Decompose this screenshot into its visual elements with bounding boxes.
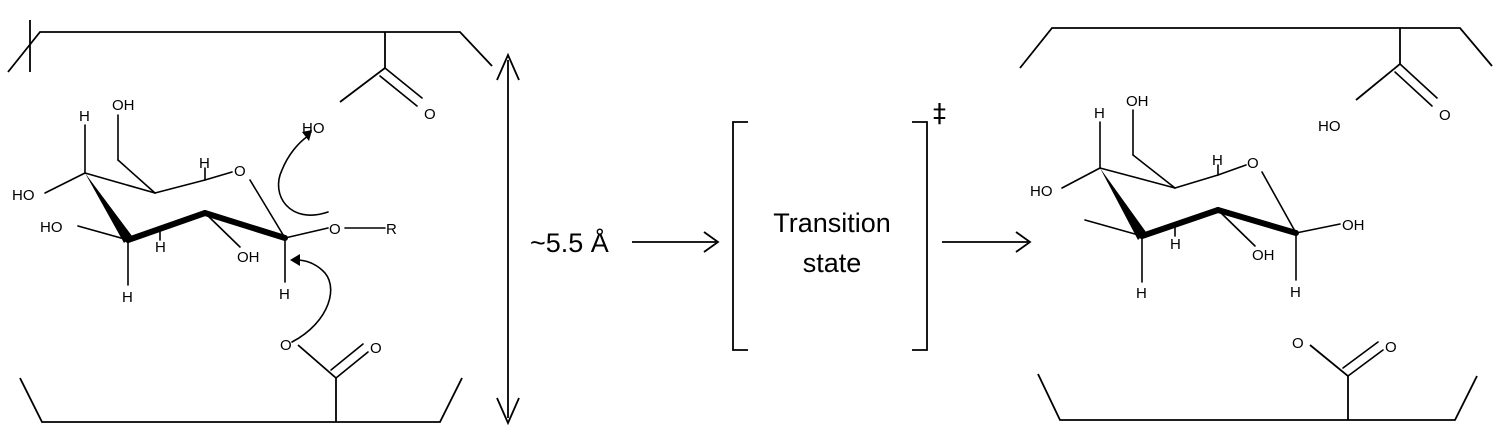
left-arrow-attack-head [290,254,300,266]
right-bond-o-c1 [1261,171,1297,234]
right-h-mid: H [1170,236,1181,253]
arrow-to-ts-head [703,231,720,253]
right-bond-c5-o [1217,164,1247,176]
left-bond-c2-c1-bold [202,210,288,241]
left-base-o1: O [280,337,292,354]
right-enzyme-pocket [1019,27,1493,421]
left-bond-c5-h [154,179,206,194]
left-oh-top: OH [112,97,135,114]
left-glyco-r: R [386,221,397,238]
right-h-ring: H [1212,152,1223,169]
right-bond-c2-c1-bold [1215,207,1299,236]
left-sugar-ring [44,114,386,343]
distance-arrow-head-top [496,52,520,81]
distance-arrow [496,52,520,426]
left-ho-c3: HO [40,219,63,236]
left-bond-c1-o [284,227,329,239]
right-ho-c4: HO [1030,183,1053,200]
right-base-chain [1309,344,1349,420]
left-wedge-c4-c3 [85,173,132,243]
right-acid-double-1 [1399,63,1438,99]
left-base-double-1 [335,351,369,379]
left-acid-double-2 [379,75,418,107]
right-atom-labels: OH H H O HO H OH H OH H HO O O O [1030,93,1451,356]
left-bond-c3-c2-bold [125,210,208,243]
right-bond-c3-c2-bold [1139,207,1221,239]
distance-arrow-head-bottom [496,397,520,426]
ts-right-bracket [912,121,928,351]
ts-label-line1: Transition [773,208,891,238]
left-atom-labels: OH H H O HO HO H OH H H O R HO O O O [12,97,436,357]
left-arrow-protonation-head [302,130,312,141]
right-h-top: H [1094,105,1105,122]
right-bond-c4-oh [1061,167,1101,189]
left-ho-c4: HO [12,187,35,204]
right-base-double-2 [1342,341,1379,369]
right-oh-top: OH [1126,93,1149,110]
right-bond-c1-oh [1295,223,1341,234]
left-bond-o-c1 [249,179,286,239]
right-bond-c2-oh [1217,209,1256,247]
right-h-anomeric: H [1290,284,1301,301]
right-wedge-c4-c3 [1100,168,1146,240]
right-sugar-ring [1061,109,1341,283]
right-acid-double-2 [1394,71,1433,107]
left-bond-c4-oh [44,172,86,194]
right-bond-c3-left [1084,219,1143,237]
right-acid-chain [1355,28,1401,101]
left-h-ring: H [199,155,210,172]
left-base-double-2 [330,343,364,371]
left-h-anomeric: H [279,286,290,303]
transition-state-section: ~5.5 Å Transition state ‡ [530,99,1032,351]
left-acid-ho: HO [302,120,325,137]
left-h-bottom: H [122,289,133,306]
right-bottom-backbone [1037,373,1478,421]
left-bottom-backbone [19,377,463,423]
left-bond-c4-c5 [84,172,156,194]
left-oh-bottom: OH [237,249,260,266]
left-bond-c3-oh [77,225,129,241]
right-acid-ho: HO [1318,118,1341,135]
right-ring-o: O [1247,155,1259,172]
left-arrow-protonation [277,135,329,216]
left-bond-c5-o [204,171,233,181]
ts-left-bracket [732,121,748,351]
arrow-to-product-head [1015,231,1032,253]
left-enzyme-pocket [7,20,493,423]
left-bond-c2-oh [204,212,241,248]
right-h-bottom: H [1136,285,1147,302]
left-base-o2: O [370,340,382,357]
left-ring-o: O [234,163,246,180]
ts-label-line2: state [803,248,862,278]
left-h-top: H [79,108,90,125]
right-oh-anomeric: OH [1342,217,1365,234]
left-bond-c5-ch2 [117,159,156,194]
right-top-backbone [1019,27,1493,69]
right-oh-bottom: OH [1252,247,1275,264]
right-acid-o: O [1439,107,1451,124]
right-bond-c4-c5 [1099,167,1176,189]
left-acid-o: O [424,106,436,123]
right-bond-c5-ch2 [1132,154,1176,189]
right-bond-c5-h [1174,174,1219,189]
distance-label: ~5.5 Å [530,227,609,258]
left-base-chain [297,344,337,422]
left-acid-double-1 [384,67,423,99]
right-base-o2: O [1385,339,1397,356]
left-h-mid: H [155,239,166,256]
left-glyco-o: O [329,221,341,238]
right-base-double-1 [1347,349,1384,377]
ts-dagger: ‡ [933,99,946,129]
left-acid-chain [339,32,386,103]
right-base-o1: O [1292,335,1304,352]
left-top-backbone [7,31,493,73]
left-arrow-attack [291,259,332,343]
